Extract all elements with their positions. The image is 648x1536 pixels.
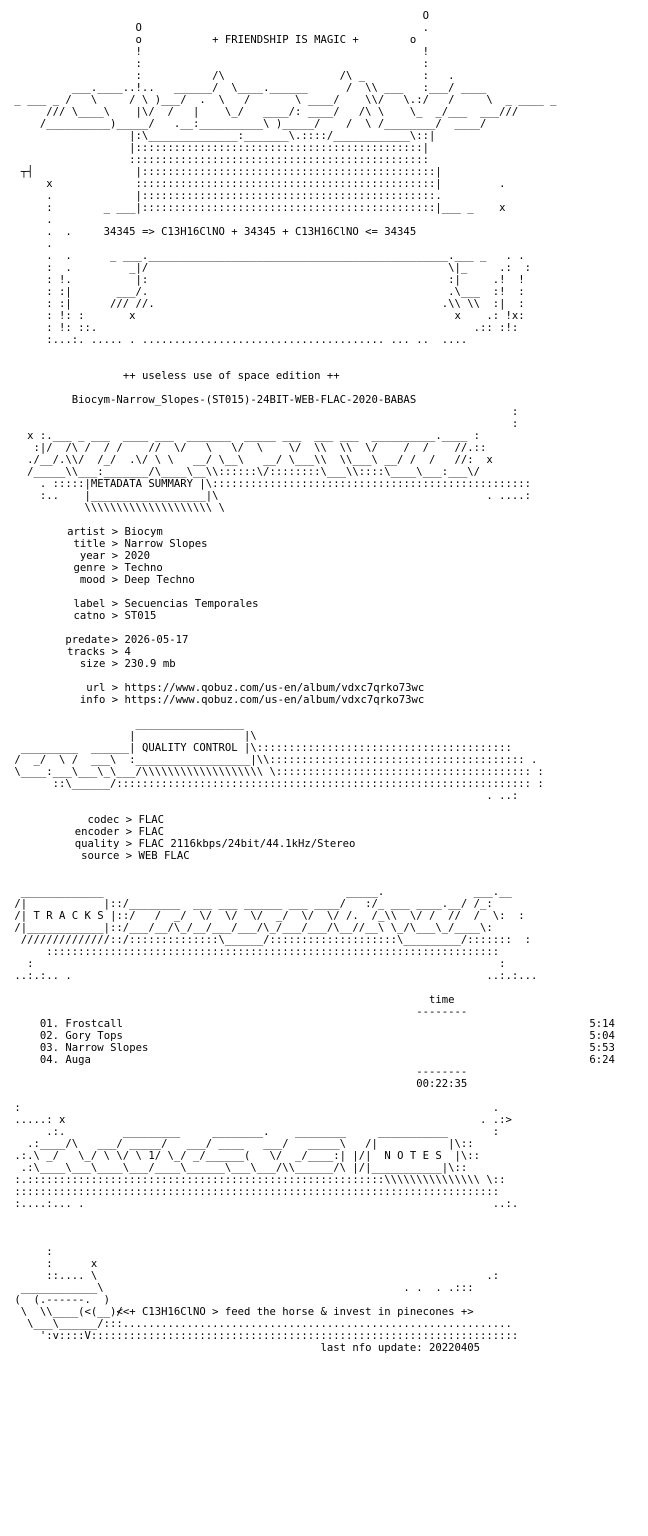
last-update: last nfo update: 20220405	[320, 1342, 480, 1354]
edition-line: ++ useless use of space edition ++	[8, 370, 615, 382]
track-number: 03.	[39, 1042, 60, 1054]
metadata-key: year	[79, 550, 106, 562]
art-metadata-banner: : : x :.___ _ ___ ____ ___ _______ _____…	[27, 406, 532, 514]
metadata-key: artist	[67, 526, 106, 538]
metadata-field: mood > Deep Techno	[8, 574, 615, 586]
art-castle-base: . . . _ ___.____________________________…	[46, 238, 531, 346]
track-row: 02. Gory Tops 5:04	[8, 1030, 615, 1042]
metadata-value: Secuencias Temporales	[124, 598, 259, 610]
track-row: 03. Narrow Slopes 5:53	[8, 1042, 615, 1054]
metadata-field: label > Secuencias Temporales	[8, 598, 615, 610]
track-row: 04. Auga 6:24	[8, 1054, 615, 1066]
art-quality-banner: _________________ | |\ _________ ______|…	[14, 718, 544, 802]
metadata-value: Biocym	[124, 526, 163, 538]
header-title: + FRIENDSHIP IS MAGIC +	[212, 34, 359, 46]
quality-key: source	[81, 850, 120, 862]
metadata-key: url	[86, 682, 106, 694]
track-number: 02.	[39, 1030, 60, 1042]
track-time: 5:53	[589, 1042, 615, 1054]
track-time: 5:04	[589, 1030, 615, 1042]
divider: --------	[8, 1006, 468, 1018]
metadata-key: label	[73, 598, 106, 610]
metadata-value: Techno	[124, 562, 163, 574]
quality-value: FLAC	[138, 826, 165, 838]
metadata-value: 230.9 mb	[124, 658, 176, 670]
tracks-time-header-line: time	[8, 994, 615, 1006]
track-name: Gory Tops	[65, 1030, 123, 1042]
track-time: 6:24	[589, 1054, 615, 1066]
metadata-url[interactable]: https://www.qobuz.com/us-en/album/vdxc7q…	[124, 682, 425, 694]
tracks-title: T R A C K S	[33, 910, 104, 922]
quality-key: encoder	[74, 826, 120, 838]
metadata-field: title > Narrow Slopes	[8, 538, 615, 550]
divider: --------	[8, 1066, 468, 1078]
quality-value: FLAC	[138, 814, 165, 826]
total-line: 00:22:35	[8, 1078, 615, 1090]
quality-value: FLAC 2116kbps/24bit/44.1kHz/Stereo	[138, 838, 356, 850]
quality-field: quality > FLAC 2116kbps/24bit/44.1kHz/St…	[8, 838, 615, 850]
formula: 34345 => C13H16ClNO + 34345 + C13H16ClNO…	[103, 226, 417, 238]
metadata-key: tracks	[67, 646, 106, 658]
nfo-document: O O . o + FRIENDSHIP IS MAGIC + o ! !	[8, 10, 615, 1354]
track-number: 04.	[39, 1054, 60, 1066]
last-update-line: last nfo update: 20220405	[8, 1342, 615, 1354]
metadata-field: info > https://www.qobuz.com/us-en/album…	[8, 694, 615, 706]
metadata-field: catno > ST015	[8, 610, 615, 622]
metadata-field: genre > Techno	[8, 562, 615, 574]
metadata-value: 2026-05-17	[124, 634, 189, 646]
release-name: Biocym-Narrow_Slopes-(ST015)-24BIT-WEB-F…	[71, 394, 417, 406]
signature-line: <<+ C13H16ClNO > feed the horse & invest…	[8, 1306, 615, 1318]
track-name: Auga	[65, 1054, 91, 1066]
track-name: Frostcall	[65, 1018, 123, 1030]
art-signature-base: \___\______/:::.........................…	[27, 1318, 519, 1342]
art-top-antenna: O .	[8, 22, 429, 34]
metadata-field: size > 230.9 mb	[8, 658, 615, 670]
art-castle-logo: ! ! : : : /\ /\ _ : . ___._	[14, 46, 557, 226]
metadata-key: catno	[73, 610, 106, 622]
metadata-key: title	[73, 538, 106, 550]
footer-signature: <<+ C13H16ClNO > feed the horse & invest…	[116, 1306, 474, 1318]
metadata-value: Narrow Slopes	[124, 538, 208, 550]
metadata-value: 4	[124, 646, 131, 658]
metadata-value: ST015	[124, 610, 157, 622]
art-signature: : : x ::.... \ .: ____________\ . . . .:…	[14, 1246, 500, 1318]
metadata-title: METADATA SUMMARY	[90, 478, 193, 490]
metadata-key: size	[79, 658, 106, 670]
metadata-field: url > https://www.qobuz.com/us-en/album/…	[8, 682, 615, 694]
metadata-key: info	[79, 694, 106, 706]
track-number: 01.	[39, 1018, 60, 1030]
metadata-value: Deep Techno	[124, 574, 195, 586]
metadata-field: tracks > 4	[67, 646, 131, 658]
art-top-antenna: O	[8, 10, 429, 22]
release-line: Biocym-Narrow_Slopes-(ST015)-24BIT-WEB-F…	[8, 394, 615, 406]
quality-key: codec	[87, 814, 120, 826]
quality-field: encoder > FLAC	[8, 826, 615, 838]
quality-value: WEB FLAC	[138, 850, 190, 862]
tracks-total: 00:22:35	[416, 1078, 468, 1090]
quality-field: source > WEB FLAC	[8, 850, 615, 862]
metadata-key: predate	[65, 634, 111, 646]
metadata-field: artist > Biocym	[67, 526, 163, 538]
track-time: 5:14	[589, 1018, 615, 1030]
track-row: 01. Frostcall 5:14	[8, 1018, 615, 1030]
quality-title: QUALITY CONTROL	[141, 742, 238, 754]
metadata-value: 2020	[124, 550, 151, 562]
track-name: Narrow Slopes	[65, 1042, 149, 1054]
quality-field: codec > FLAC	[8, 814, 615, 826]
quality-key: quality	[74, 838, 120, 850]
notes-title: N O T E S	[384, 1150, 442, 1162]
art-notes-banner: : . .....: x . .:> .:. _________ _______…	[14, 1102, 519, 1210]
metadata-key: mood	[79, 574, 106, 586]
formula-line: . . 34345 => C13H16ClNO + 34345 + C13H16…	[8, 226, 417, 238]
tracks-time-header: time	[428, 994, 455, 1006]
metadata-key: genre	[73, 562, 106, 574]
metadata-field: predate > 2026-05-17	[65, 634, 189, 646]
metadata-field: year > 2020	[8, 550, 615, 562]
edition: ++ useless use of space edition ++	[122, 370, 340, 382]
art-tracks-banner: _____________ _____. ___.__ /| |::/_____…	[14, 886, 538, 982]
metadata-url[interactable]: https://www.qobuz.com/us-en/album/vdxc7q…	[124, 694, 425, 706]
header-title-line: o + FRIENDSHIP IS MAGIC + o	[8, 34, 417, 46]
